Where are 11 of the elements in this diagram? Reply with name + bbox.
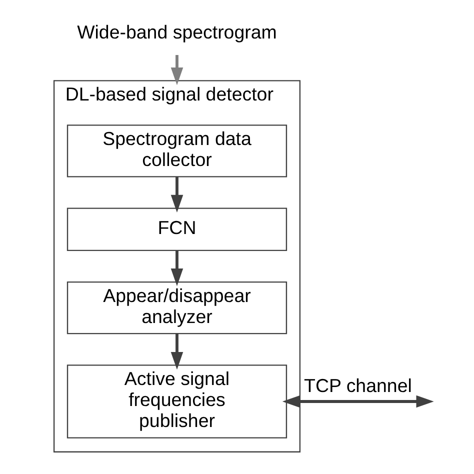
arrow [170,250,183,286]
node-box: Appear/disappear analyzer [66,282,287,334]
arrow [282,395,434,408]
node-box: FCN [66,208,287,252]
node-box: Active signal frequencies publisher [66,364,287,438]
arrow [170,177,183,212]
edge-label: TCP channel [304,374,412,396]
node-box: Spectrogram data collector [66,124,287,178]
arrow [170,55,183,86]
arrow [170,334,183,370]
node-text: Wide-band spectrogram [76,21,276,42]
